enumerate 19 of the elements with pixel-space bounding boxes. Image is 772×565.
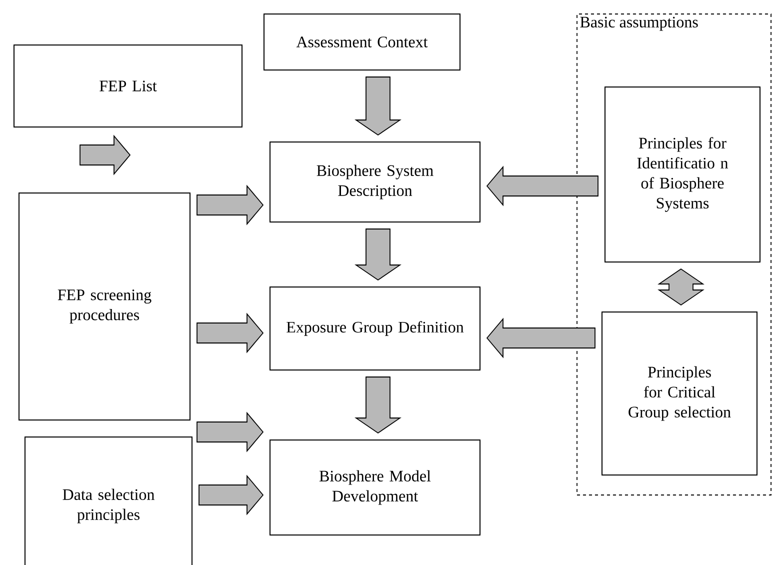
process-box: Principles for Identificatio n of Biosphere Systems [604,86,760,262]
block-arrow [80,134,131,176]
process-box: Data selection principles [24,436,192,565]
process-box: Principles for Critical Group selection [602,312,758,476]
process-box: Assessment Context [264,14,460,70]
block-arrow [354,376,402,434]
process-box: FEP screening procedures [18,192,190,420]
block-arrow [196,184,264,226]
process-box: Biosphere System Description [270,142,480,222]
block-arrow [196,312,264,354]
block-arrow [486,166,598,206]
block-arrow [486,318,596,358]
block-arrow [198,474,264,516]
process-box: FEP List [14,44,242,128]
block-arrow [354,76,402,136]
block-arrow [354,228,402,281]
block-arrow [196,412,264,452]
process-box: Biosphere Model Development [270,440,480,536]
process-box: Exposure Group Definition [270,286,480,370]
